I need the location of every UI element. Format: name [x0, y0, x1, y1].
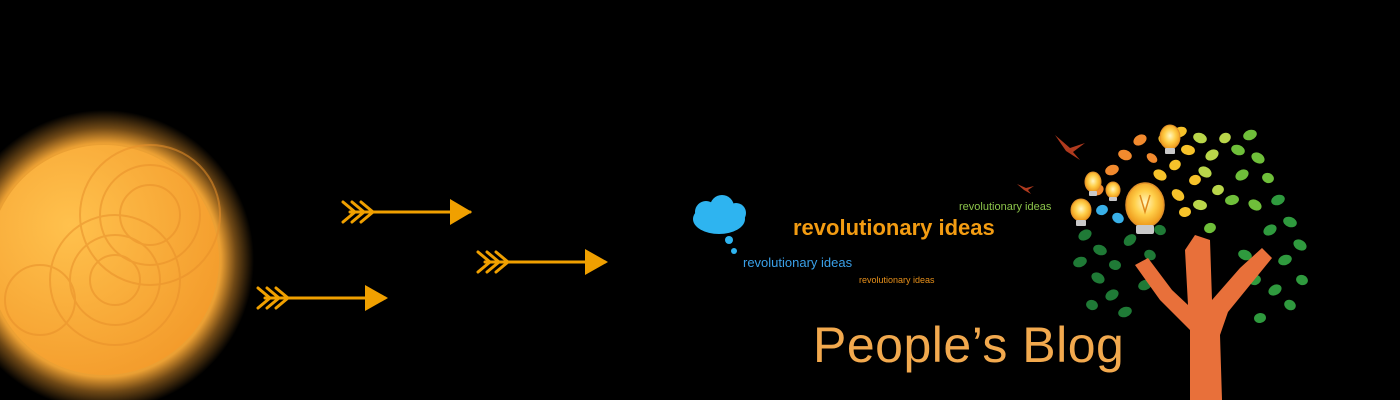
arrow-icon	[341, 199, 472, 225]
arrow-icon	[256, 285, 388, 311]
lightbulb-icon	[1125, 182, 1165, 234]
tagline-green: revolutionary ideas	[959, 201, 1052, 213]
sun-icon	[0, 110, 254, 400]
lightbulb-icon	[1105, 181, 1121, 201]
tree-trunk	[1135, 235, 1272, 400]
site-title[interactable]: People’s Blog	[813, 317, 1125, 373]
tree-foliage	[1073, 126, 1308, 324]
tagline-orange-small: revolutionary ideas	[859, 275, 935, 285]
lightbulb-icon	[1084, 171, 1102, 196]
bird-icon	[1017, 184, 1034, 194]
lightbulb-icon	[1159, 124, 1181, 154]
tree-icon	[1070, 124, 1308, 400]
tagline-blue: revolutionary ideas	[743, 255, 853, 270]
arrow-icon	[476, 249, 608, 275]
tagline-orange-large: revolutionary ideas	[793, 215, 995, 240]
bird-icon	[1055, 135, 1085, 160]
lightbulb-icon	[1070, 198, 1092, 226]
thought-cloud-icon	[693, 195, 746, 254]
